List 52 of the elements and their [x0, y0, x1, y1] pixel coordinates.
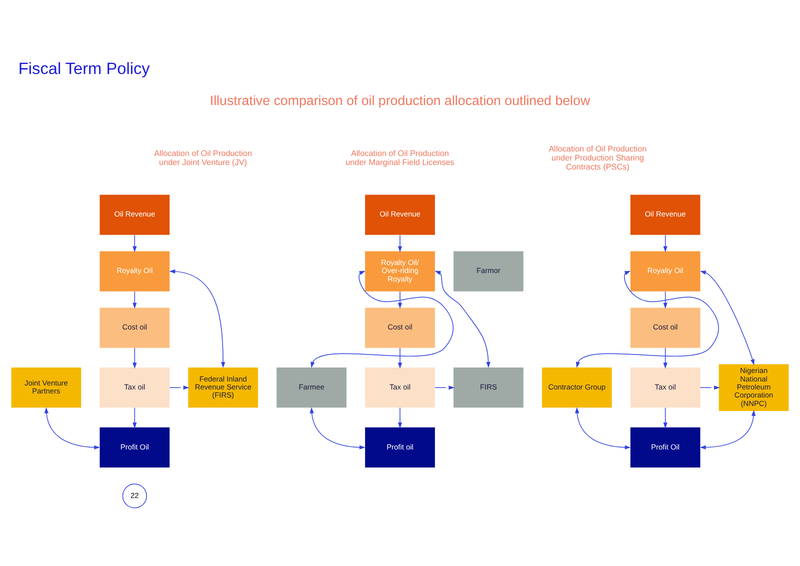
- node-box: Tax oil: [630, 368, 700, 408]
- node-box: Tax oil: [100, 368, 170, 408]
- node-box: Profit Oil: [630, 427, 700, 468]
- arrow: [434, 386, 455, 390]
- node-box: Contractor Group: [542, 368, 612, 408]
- arrow: [663, 407, 668, 428]
- arrow: [700, 270, 755, 366]
- diagram-title: Fiscal Term Policy: [18, 60, 150, 78]
- arrow: [700, 410, 756, 450]
- node-box: Oil Revenue: [630, 194, 700, 235]
- node-box: Profit oil: [365, 427, 435, 468]
- label: 22: [130, 490, 139, 500]
- arrow: [575, 407, 631, 450]
- label: Allocation of Oil Production under Production Sharing Contracts (PSCs): [548, 144, 647, 172]
- arrow: [169, 386, 190, 390]
- node-box: Joint Venture Partners: [11, 368, 82, 408]
- arrow: [132, 348, 137, 369]
- arrow: [398, 407, 402, 428]
- node-box: Farmor: [454, 251, 524, 292]
- node-box: Oil Revenue: [100, 194, 170, 235]
- arrow: [663, 234, 668, 252]
- node-box: Oil Revenue: [365, 194, 435, 235]
- arrow: [310, 407, 366, 450]
- arrow: [44, 407, 100, 450]
- arrow: [398, 291, 402, 309]
- label: Illustrative comparison of oil production allocation outlined below: [210, 93, 590, 108]
- node-box: FIRS: [454, 368, 524, 408]
- node-box: Cost oil: [365, 308, 435, 348]
- node-box: Nigerian National Petroleum Corporation (NNPC): [718, 364, 789, 411]
- arrow: [663, 348, 668, 369]
- arrow: [663, 291, 668, 309]
- arrow: [169, 269, 226, 368]
- node-box: Federal Inland Revenue Service (FIRS): [188, 368, 258, 408]
- label: Allocation of Oil Production under Joint Venture (JV): [154, 148, 252, 167]
- node-box: Cost oil: [630, 308, 700, 348]
- arrow: [700, 386, 720, 390]
- arrow: [398, 234, 402, 252]
- label: Allocation of Oil Production under Marginal Field Licenses: [346, 148, 454, 167]
- arrow: [576, 270, 719, 368]
- arrow: [132, 291, 137, 309]
- node-box: Tax oil: [365, 368, 435, 408]
- arrow: [132, 407, 137, 428]
- arrow: [310, 270, 454, 368]
- node-box: Royalty Oil: [630, 251, 700, 292]
- node-box: Royalty Oil: [100, 251, 170, 292]
- arrow: [132, 234, 137, 252]
- node-box: Profit Oil: [100, 427, 170, 468]
- arrow: [398, 348, 402, 369]
- node-box: Cost oil: [100, 308, 170, 348]
- node-box: Farmee: [276, 368, 346, 408]
- node-box: Royalty Oil/ Over-riding Royalty: [365, 251, 435, 292]
- arrow: [434, 270, 490, 368]
